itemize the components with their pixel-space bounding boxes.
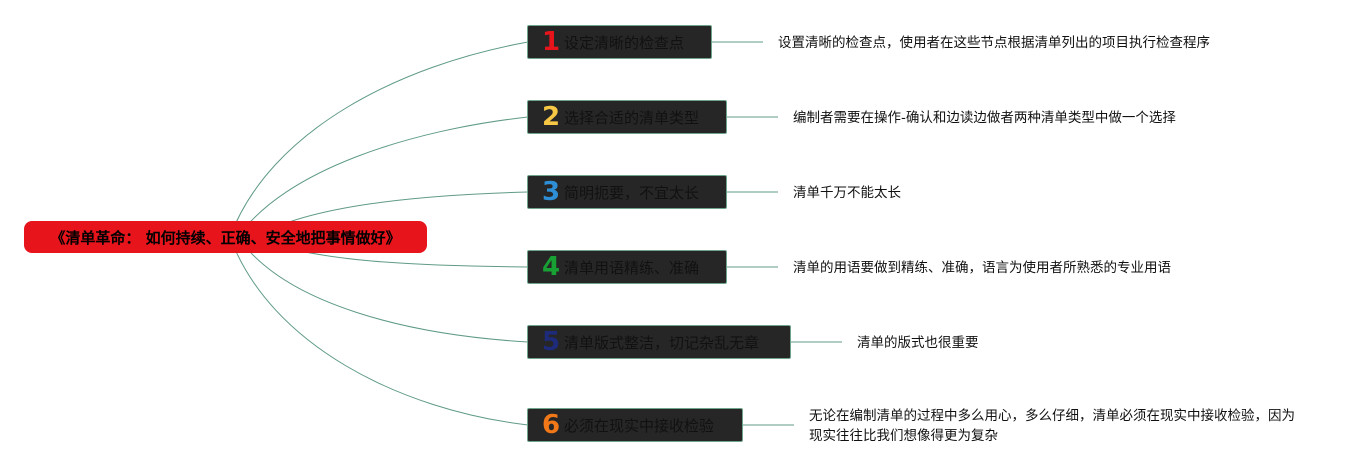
root-topic-label: 《清单革命： 如何持续、正确、安全地把事情做好》 [50,228,401,247]
branch-1-description: 设置清晰的检查点，使用者在这些节点根据清单列出的项目执行检查程序 [778,35,1210,51]
branch-6-number: 6 [542,410,561,440]
branch-2-number: 2 [542,102,561,132]
connector-root-branch-2 [237,116,529,238]
branch-1[interactable]: 1 设定清晰的检查点 [527,25,712,59]
branch-1-label: 设定清晰的检查点 [564,33,685,52]
root-topic[interactable]: 《清单革命： 如何持续、正确、安全地把事情做好》 [24,221,427,253]
branch-5-label: 清单版式整洁，切记杂乱无章 [564,333,760,352]
branch-2-label: 选择合适的清单类型 [564,108,700,127]
connector-root-branch-1 [229,41,529,238]
branch-4-description: 清单的用语要做到精练、准确，语言为使用者所熟悉的专业用语 [793,260,1171,276]
branch-6-label: 必须在现实中接收检验 [564,416,715,435]
branch-5-description: 清单的版式也很重要 [857,335,979,351]
branch-6[interactable]: 6 必须在现实中接收检验 [527,408,743,442]
branch-4-number: 4 [542,252,561,282]
branch-3-label: 简明扼要，不宜太长 [564,183,700,202]
branch-2[interactable]: 2 选择合适的清单类型 [527,100,727,134]
branch-5[interactable]: 5 清单版式整洁，切记杂乱无章 [527,325,791,359]
branch-3-description: 清单千万不能太长 [793,185,901,201]
branch-2-description: 编制者需要在操作-确认和边读边做者两种清单类型中做一个选择 [793,110,1176,126]
branch-3-number: 3 [542,177,561,207]
branch-6-description: 无论在编制清单的过程中多么用心，多么仔细，清单必须在现实中接收检验，因为现实往往… [809,408,1295,444]
connector-root-branch-5 [237,236,529,343]
branch-5-number: 5 [542,327,561,357]
connector-root-branch-6 [229,236,529,426]
branch-1-number: 1 [542,27,561,57]
branch-4[interactable]: 4 清单用语精练、准确 [527,250,727,284]
branch-3[interactable]: 3 简明扼要，不宜太长 [527,175,727,209]
branch-4-label: 清单用语精练、准确 [564,258,700,277]
